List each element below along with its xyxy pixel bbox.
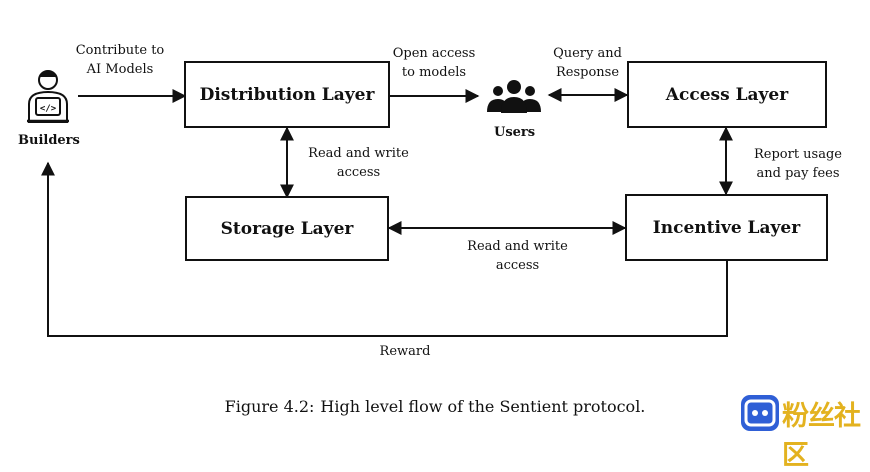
storage-layer-title: Storage Layer — [220, 218, 354, 239]
edge-label-rw-ds-line2: access — [336, 165, 381, 180]
edge-label-rw-storage-incentive: Read and write access — [460, 237, 575, 275]
edge-label-contribute-line1: Contribute to — [75, 43, 165, 58]
distribution-layer-node: Distribution Layer — [184, 61, 390, 128]
incentive-layer-node: Incentive Layer — [625, 194, 828, 261]
watermark-logo-icon — [741, 395, 779, 431]
users-label: Users — [494, 125, 536, 140]
incentive-layer-title: Incentive Layer — [652, 217, 801, 238]
edge-label-query-line1: Query and — [553, 46, 622, 61]
distribution-layer-title: Distribution Layer — [199, 84, 375, 105]
figure-caption-text: High level flow of the Sentient protocol… — [320, 397, 646, 416]
users-icon — [487, 80, 541, 113]
builders-label: Builders — [18, 133, 80, 148]
access-layer-title: Access Layer — [665, 84, 789, 105]
edge-label-open-access-line1: Open access — [392, 46, 476, 61]
edge-label-rw-distribution-storage: Read and write access — [301, 144, 416, 182]
svg-text:</>: </> — [40, 104, 57, 114]
edge-label-report-line2: and pay fees — [756, 166, 840, 181]
edge-label-report-usage: Report usage and pay fees — [744, 145, 852, 183]
edge-label-open-access-line2: to models — [401, 65, 467, 80]
edge-label-contribute: Contribute to AI Models — [70, 41, 170, 79]
edge-label-report-line1: Report usage — [753, 147, 842, 162]
figure-caption: Figure 4.2: High level flow of the Sentie… — [0, 397, 870, 416]
builder-icon: </> — [27, 70, 69, 123]
edge-label-query-line2: Response — [555, 65, 620, 80]
edge-label-query: Query and Response — [540, 44, 635, 82]
edge-label-reward: Reward — [379, 344, 431, 359]
edge-label-rw-ds-line1: Read and write — [308, 146, 409, 161]
arrow-reward-loop — [41, 161, 728, 337]
edge-label-open-access: Open access to models — [385, 44, 483, 82]
edge-label-rw-si-line1: Read and write — [467, 239, 568, 254]
figure-number: Figure 4.2: — [224, 397, 315, 416]
storage-layer-node: Storage Layer — [185, 196, 389, 261]
access-layer-node: Access Layer — [627, 61, 827, 128]
edge-label-contribute-line2: AI Models — [86, 62, 154, 77]
diagram-connectors: </> — [27, 70, 733, 337]
watermark-text: 粉丝社区 — [782, 401, 861, 471]
edge-label-rw-si-line2: access — [495, 258, 540, 273]
